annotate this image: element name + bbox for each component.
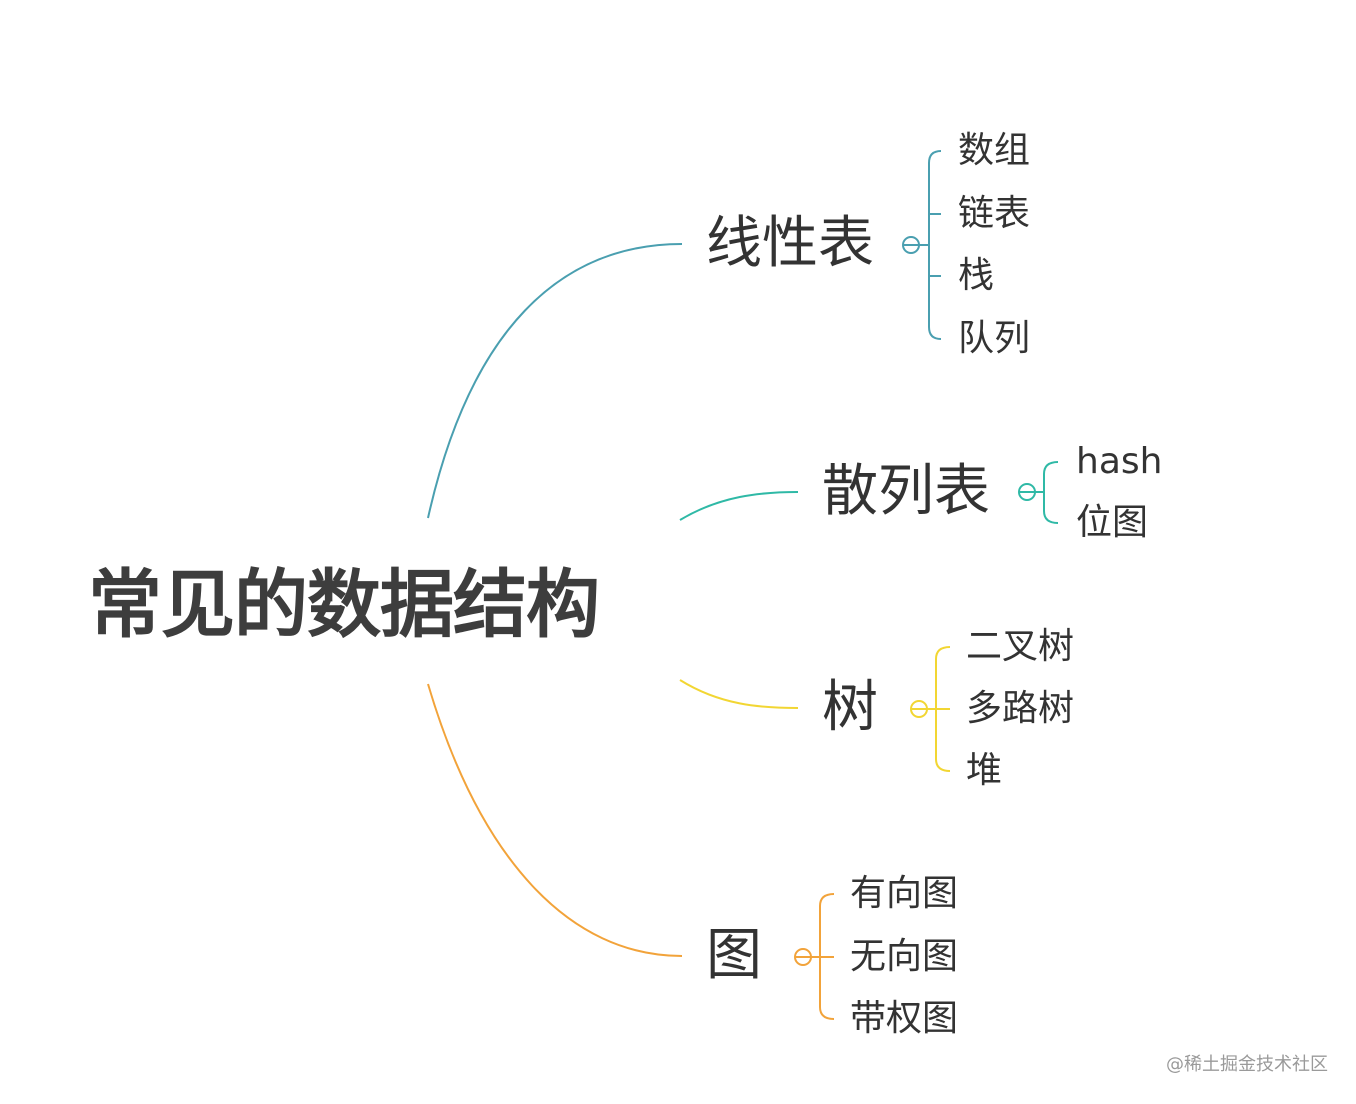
leaf-bitmap[interactable]: 位图 bbox=[1076, 502, 1149, 543]
leaf-undirected-graph[interactable]: 无向图 bbox=[850, 936, 959, 977]
leaf-queue[interactable]: 队列 bbox=[958, 318, 1031, 359]
branch-linear-list[interactable]: 线性表 bbox=[706, 211, 874, 276]
leaf-directed-graph[interactable]: 有向图 bbox=[850, 873, 959, 914]
leaf-linked-list[interactable]: 链表 bbox=[958, 193, 1031, 234]
bracket-hash-table bbox=[1018, 461, 1059, 524]
leaf-weighted-graph[interactable]: 带权图 bbox=[850, 998, 959, 1039]
root-node[interactable]: 常见的数据结构 bbox=[88, 562, 600, 648]
branch-graph[interactable]: 图 bbox=[706, 923, 762, 988]
connector-graph bbox=[427, 683, 683, 957]
leaf-array[interactable]: 数组 bbox=[958, 130, 1031, 171]
leaf-hash[interactable]: hash bbox=[1076, 441, 1163, 482]
watermark: @稀土掘金技术社区 bbox=[1166, 1054, 1328, 1075]
bracket-tree bbox=[910, 646, 951, 772]
branch-hash-table[interactable]: 散列表 bbox=[822, 459, 990, 524]
branch-tree[interactable]: 树 bbox=[822, 675, 878, 740]
connector-tree bbox=[679, 679, 799, 709]
bracket-linear-list bbox=[902, 150, 942, 340]
leaf-heap[interactable]: 堆 bbox=[966, 750, 1003, 791]
leaf-multiway-tree[interactable]: 多路树 bbox=[966, 688, 1075, 729]
bracket-graph bbox=[794, 893, 835, 1020]
leaf-stack[interactable]: 栈 bbox=[958, 255, 995, 296]
connector-linear-list bbox=[427, 243, 683, 519]
connector-hash-table bbox=[679, 491, 799, 521]
leaf-binary-tree[interactable]: 二叉树 bbox=[966, 626, 1075, 667]
